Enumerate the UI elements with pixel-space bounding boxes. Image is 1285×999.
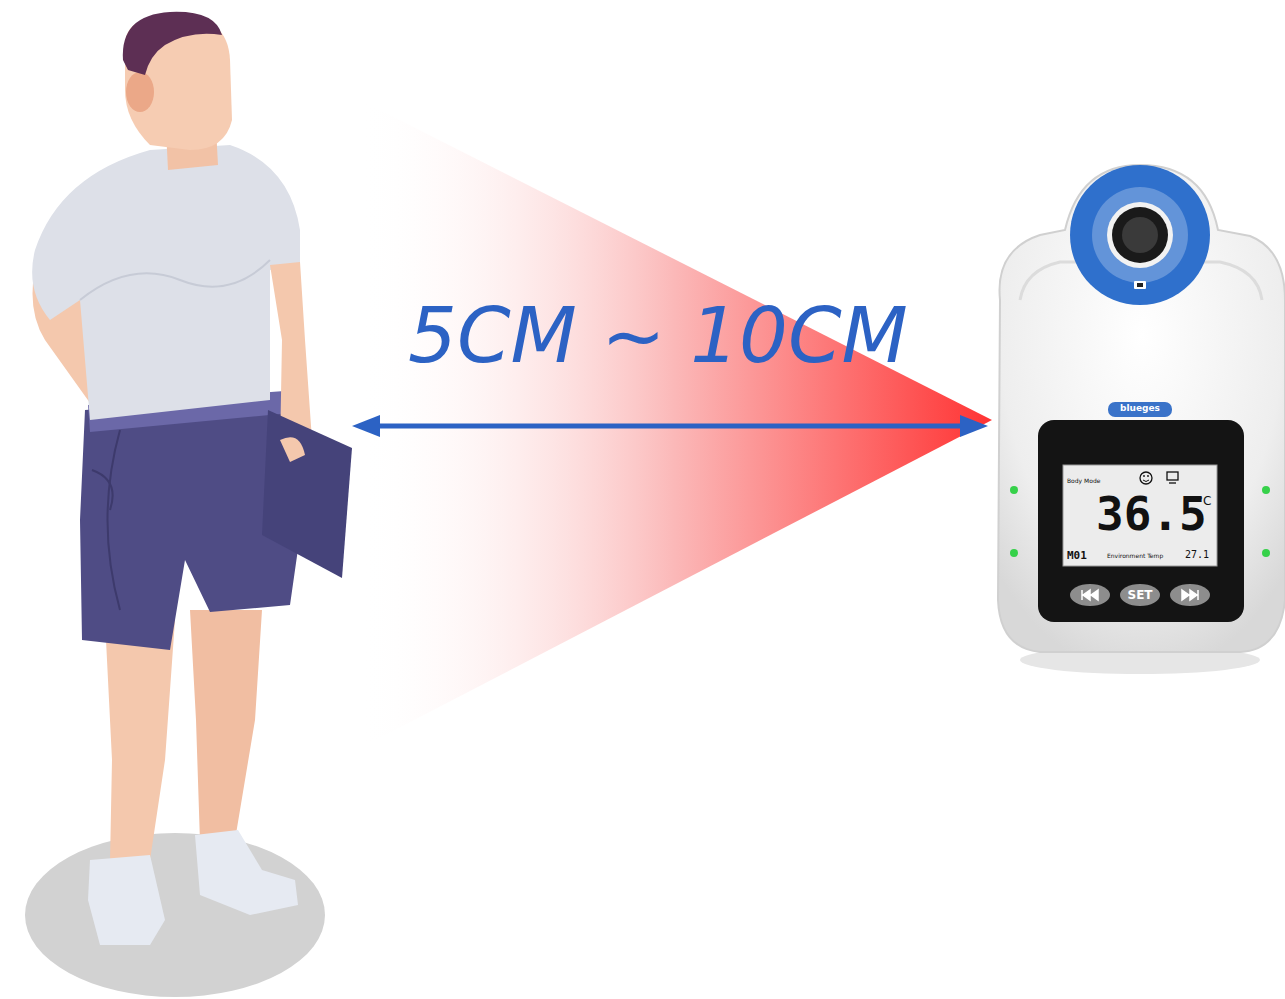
sensor-cone [360, 100, 992, 748]
brand-logo: blueges [1120, 404, 1160, 413]
person-figure [25, 12, 352, 997]
set-button: SET [1120, 584, 1160, 606]
lcd-screen: Body Mode 36.5°C M01 Environment Temp 27.1 [1063, 465, 1217, 566]
temperature-reading: 36.5 [1096, 491, 1207, 537]
unit-text: °C [1197, 495, 1211, 507]
distance-label: 5CM ~ 10CM [408, 298, 908, 375]
dimension-arrow [352, 415, 988, 437]
environment-reading: 27.1 [1185, 550, 1209, 560]
mode-text: Body Mode [1067, 478, 1100, 484]
thermometer-device [998, 165, 1285, 674]
button-label: SET [1127, 589, 1152, 601]
memory-number: M01 [1067, 550, 1087, 561]
environment-caption: Environment Temp [1107, 553, 1163, 559]
